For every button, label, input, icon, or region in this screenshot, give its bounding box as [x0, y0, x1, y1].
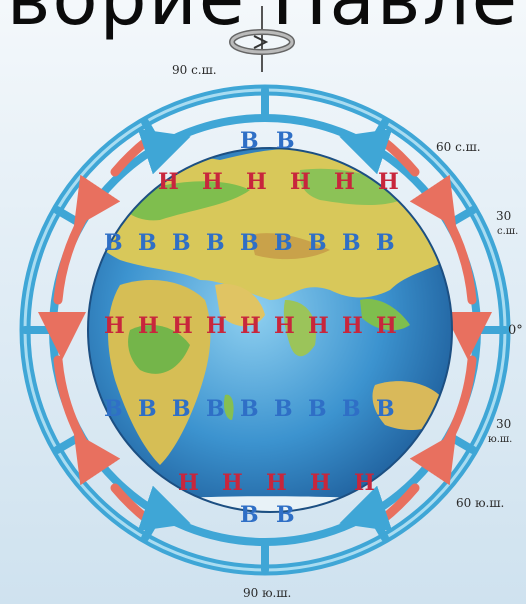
lat-60-south: 60 ю.ш. — [456, 496, 504, 510]
high-pressure-letter: В — [376, 396, 395, 422]
high-pressure-letter: В — [138, 230, 157, 256]
lat-30-south-unit: ю.ш. — [488, 434, 512, 445]
lat-equator: 0° — [508, 323, 523, 338]
low-pressure-letter: Н — [206, 313, 227, 339]
low-pressure-letter: Н — [172, 313, 193, 339]
high-pressure-letter: В — [104, 230, 123, 256]
low-pressure-letter: Н — [290, 169, 311, 195]
low-pressure-letter: Н — [222, 470, 243, 496]
high-pressure-letter: В — [206, 230, 225, 256]
lat-30-north-unit: с.ш. — [497, 226, 518, 237]
circulation-ring — [19, 84, 511, 576]
high-pressure-letter: В — [276, 502, 295, 528]
high-pressure-letter: В — [308, 396, 327, 422]
high-pressure-letter: В — [274, 230, 293, 256]
low-pressure-letter: Н — [104, 313, 125, 339]
high-pressure-letter: В — [276, 128, 295, 154]
high-pressure-letter: В — [342, 396, 361, 422]
low-pressure-letter: Н — [202, 169, 223, 195]
high-pressure-letter: В — [274, 396, 293, 422]
high-pressure-letter: В — [376, 230, 395, 256]
low-pressure-letter: Н — [246, 169, 267, 195]
low-pressure-letter: Н — [266, 470, 287, 496]
low-pressure-letter: Н — [308, 313, 329, 339]
low-pressure-letter: Н — [342, 313, 363, 339]
low-pressure-letter: Н — [138, 313, 159, 339]
high-pressure-letter: В — [240, 128, 259, 154]
earth-rotation-icon — [229, 6, 295, 72]
low-pressure-letter: Н — [354, 470, 375, 496]
high-pressure-letter: В — [172, 230, 191, 256]
lat-30-south-num: 30 — [496, 417, 511, 431]
low-pressure-letter: Н — [158, 169, 179, 195]
globe — [87, 147, 453, 513]
high-pressure-letter: В — [104, 396, 123, 422]
low-pressure-letter: Н — [178, 470, 199, 496]
low-pressure-letter: Н — [240, 313, 261, 339]
latitude-labels: 90 с.ш. 60 с.ш. 30 с.ш. 0° 30 ю.ш. 60 ю.… — [172, 63, 523, 600]
low-pressure-letter: Н — [310, 470, 331, 496]
lat-60-north: 60 с.ш. — [436, 140, 481, 154]
high-pressure-letter: В — [308, 230, 327, 256]
high-pressure-letter: В — [206, 396, 225, 422]
lat-90-north: 90 с.ш. — [172, 63, 217, 77]
high-pressure-letter: В — [240, 502, 259, 528]
lat-30-north-num: 30 — [496, 209, 511, 223]
high-pressure-letter: В — [172, 396, 191, 422]
low-pressure-letter: Н — [334, 169, 355, 195]
high-pressure-letter: В — [342, 230, 361, 256]
lat-90-south: 90 ю.ш. — [243, 586, 291, 600]
low-pressure-letter: Н — [378, 169, 399, 195]
low-pressure-letter: Н — [376, 313, 397, 339]
low-pressure-letter: Н — [274, 313, 295, 339]
high-pressure-letter: В — [240, 396, 259, 422]
high-pressure-letter: В — [138, 396, 157, 422]
high-pressure-letter: В — [240, 230, 259, 256]
